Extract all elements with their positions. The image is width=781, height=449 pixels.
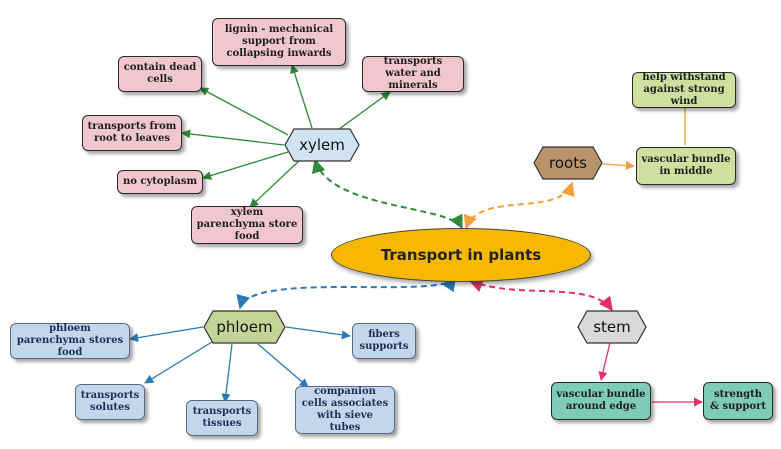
branch-stem[interactable]: stem — [577, 310, 647, 344]
phloem-hexagon — [203, 310, 286, 344]
link-central-roots — [463, 181, 575, 230]
branch-stem-label: stem — [593, 318, 631, 336]
link-xylem-water — [334, 91, 391, 133]
roots-hexagon — [533, 146, 603, 180]
link-xylem-cytoplasm — [202, 151, 289, 180]
link-roots-bundle — [602, 160, 635, 171]
xylem-hexagon — [284, 128, 360, 162]
phloem-fact-tissues[interactable]: transports tissues — [186, 400, 258, 436]
phloem-fact-solutes[interactable]: transports solutes — [75, 384, 145, 420]
xylem-fact-root-to-leaves[interactable]: transports from root to leaves — [82, 115, 182, 151]
link-phloem-parenchyma — [129, 326, 204, 343]
link-xylem-lignin — [290, 64, 313, 129]
stem-fact-vascular-edge[interactable]: vascular bundle around edge — [551, 382, 651, 420]
branch-roots-label: roots — [549, 154, 587, 172]
link-xylem-root-leaves — [181, 129, 285, 146]
branch-xylem-label: xylem — [299, 136, 345, 154]
xylem-fact-no-cytoplasm[interactable]: no cytoplasm — [117, 170, 203, 194]
link-central-phloem — [236, 276, 456, 310]
xylem-fact-dead-cells[interactable]: contain dead cells — [118, 56, 202, 92]
link-stem-bundle — [598, 342, 611, 381]
link-central-xylem — [311, 158, 463, 230]
stem-fact-strength[interactable]: strength & support — [703, 382, 773, 420]
central-topic[interactable]: Transport in plants — [331, 228, 591, 282]
roots-fact-strong-wind[interactable]: help withstand against strong wind — [632, 72, 736, 108]
link-xylem-dead-cells — [199, 87, 289, 136]
link-xylem-parenchyma — [249, 159, 301, 208]
xylem-fact-lignin[interactable]: lignin - mechanical support from collaps… — [212, 18, 346, 66]
branch-phloem-label: phloem — [216, 318, 273, 336]
branch-xylem[interactable]: xylem — [284, 128, 360, 162]
stem-hexagon — [577, 310, 647, 344]
xylem-fact-water-minerals[interactable]: transports water and minerals — [362, 56, 464, 92]
link-phloem-companion — [257, 343, 309, 388]
link-phloem-tissues — [221, 343, 233, 403]
link-central-stem — [468, 278, 613, 312]
phloem-fact-parenchyma[interactable]: phloem parenchyma stores food — [10, 323, 130, 359]
link-phloem-solutes — [144, 341, 213, 384]
branch-phloem[interactable]: phloem — [203, 310, 286, 344]
branch-roots[interactable]: roots — [533, 146, 603, 180]
xylem-fact-parenchyma[interactable]: xylem parenchyma store food — [191, 206, 303, 244]
central-topic-label: Transport in plants — [380, 246, 542, 264]
roots-fact-vascular-middle[interactable]: vascular bundle in middle — [636, 147, 736, 185]
link-phloem-fibers — [285, 326, 351, 340]
phloem-fact-fibers[interactable]: fibers supports — [352, 323, 416, 359]
phloem-fact-companion[interactable]: companion cells associates with sieve tu… — [295, 386, 395, 434]
